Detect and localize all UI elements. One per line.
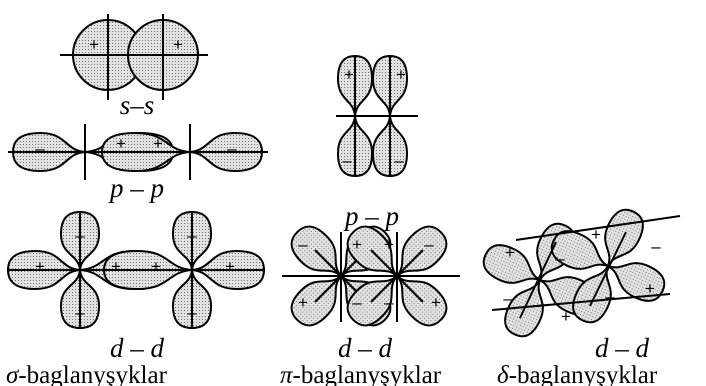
- minus-sign: –: [187, 303, 197, 322]
- minus-sign: –: [394, 151, 404, 170]
- minus-sign: –: [75, 226, 85, 245]
- sigma-pp-label: p – p: [108, 173, 164, 203]
- minus-sign: –: [227, 139, 237, 158]
- minus-sign: –: [651, 237, 661, 256]
- sigma-dd-diagram: + – – + + – – + d – d: [8, 212, 265, 363]
- plus-sign: +: [151, 257, 161, 276]
- plus-sign: +: [111, 257, 121, 276]
- plus-sign: +: [645, 279, 655, 298]
- sigma-caption-text: -baglanyşyklar: [18, 362, 167, 386]
- plus-sign: +: [352, 235, 362, 254]
- minus-sign: –: [35, 139, 45, 158]
- delta-symbol: δ: [497, 362, 509, 386]
- minus-sign: –: [503, 289, 513, 308]
- minus-sign: –: [605, 287, 615, 306]
- plus-sign: +: [173, 35, 183, 54]
- minus-sign: –: [298, 235, 308, 254]
- pi-dd-label: d – d: [338, 333, 393, 363]
- plus-sign: +: [35, 257, 45, 276]
- pi-pp-diagram: ++–– p – p: [336, 56, 418, 231]
- pi-bond-caption: π-baglanyşyklar: [280, 362, 442, 386]
- minus-sign: –: [384, 293, 394, 312]
- sigma-dd-label: d – d: [110, 333, 165, 363]
- minus-sign: –: [555, 249, 565, 268]
- plus-sign: +: [396, 65, 406, 84]
- sigma-ss-diagram: + + s–s: [60, 14, 208, 120]
- plus-sign: +: [384, 235, 394, 254]
- plus-sign: +: [89, 35, 99, 54]
- delta-dd-diagram: + – + – – + – + d – d: [478, 204, 680, 363]
- delta-caption-text: -baglanyşyklar: [509, 362, 658, 386]
- plus-sign: +: [431, 293, 441, 312]
- sigma-pp-diagram: – + + – p – p: [8, 124, 268, 203]
- pi-dd-diagram: – + + – + – – + d – d: [282, 219, 460, 363]
- plus-sign: +: [561, 307, 571, 326]
- minus-sign: –: [352, 293, 362, 312]
- plus-sign: +: [153, 134, 163, 153]
- plus-sign: +: [116, 134, 126, 153]
- sigma-bond-caption: σ-baglanyşyklar: [6, 362, 168, 386]
- minus-sign: –: [75, 303, 85, 322]
- plus-sign: +: [225, 257, 235, 276]
- minus-sign: –: [424, 235, 434, 254]
- sigma-ss-label: s–s: [120, 90, 155, 120]
- plus-sign: +: [505, 243, 515, 262]
- plus-sign: +: [298, 293, 308, 312]
- delta-dd-label: d – d: [595, 333, 650, 363]
- minus-sign: –: [187, 226, 197, 245]
- pi-caption-text: -baglanyşyklar: [293, 362, 442, 386]
- plus-sign: +: [344, 65, 354, 84]
- minus-sign: –: [342, 151, 352, 170]
- plus-sign: +: [591, 225, 601, 244]
- delta-bond-caption: δ-baglanyşyklar: [497, 362, 658, 386]
